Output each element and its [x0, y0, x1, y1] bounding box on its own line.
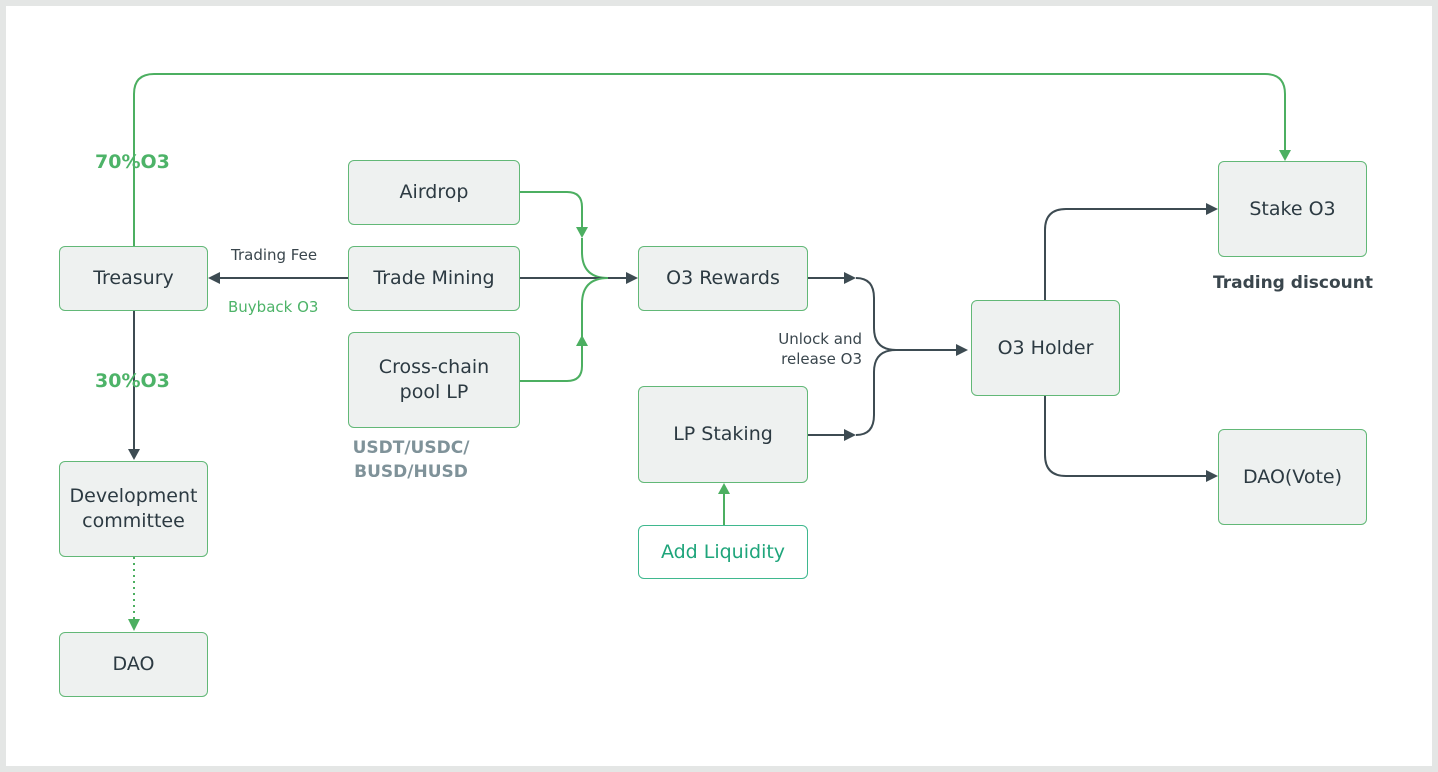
arrowhead-o3-rewards-out — [844, 272, 856, 284]
o3-rewards-node: O3 Rewards — [638, 246, 808, 311]
o3-holder-node: O3 Holder — [971, 300, 1120, 396]
lp-staking-node: LP Staking — [638, 386, 808, 483]
stake-o3-node: Stake O3 — [1218, 161, 1367, 257]
cross-chain-pool-lp-node: Cross-chain pool LP — [348, 332, 520, 428]
diagram-canvas: Treasury Development committee DAO Airdr… — [6, 6, 1432, 766]
development-committee-node: Development committee — [59, 461, 208, 557]
connector-o3-holder-to-stake-o3 — [1044, 208, 1206, 300]
arrowhead-lp-staking-out — [844, 429, 856, 441]
label-unlock-release-o3: Unlock and release O3 — [778, 330, 862, 368]
arrowhead-airdrop — [576, 227, 588, 238]
airdrop-node: Airdrop — [348, 160, 520, 225]
dao-node: DAO — [59, 632, 208, 697]
label-buyback-o3: Buyback O3 — [228, 298, 319, 316]
trade-mining-node: Trade Mining — [348, 246, 520, 311]
arrowhead-lp-staking — [718, 483, 730, 494]
arrowhead-dao-vote — [1206, 470, 1218, 482]
connector-lp-staking-curve — [855, 349, 897, 436]
label-stablecoins: USDT/USDC/ BUSD/HUSD — [352, 438, 470, 482]
label-trading-fee: Trading Fee — [231, 246, 318, 264]
label-30-percent-o3: 30%O3 — [95, 370, 170, 392]
add-liquidity-node: Add Liquidity — [638, 525, 808, 579]
arrowhead-o3-holder — [956, 344, 968, 356]
connector-airdrop-merge — [581, 238, 609, 279]
arrowhead-o3-rewards — [626, 272, 638, 284]
arrowhead-dao — [128, 619, 140, 631]
connector-layer — [128, 73, 1291, 631]
connector-cross-chain-merge — [581, 277, 609, 346]
treasury-node: Treasury — [59, 246, 208, 311]
arrowhead-stake-o3-right — [1206, 203, 1218, 215]
connector-treasury-to-stake-o3 — [133, 73, 1286, 246]
connector-o3-holder-to-dao-vote — [1044, 396, 1206, 477]
label-70-percent-o3: 70%O3 — [95, 151, 170, 173]
connector-airdrop-to-o3-rewards — [520, 191, 583, 228]
arrowhead-treasury — [208, 272, 220, 284]
arrowhead-dev-committee — [128, 449, 140, 460]
arrowhead-cross-chain — [576, 335, 588, 346]
connector-cross-chain-to-o3-rewards — [520, 346, 583, 382]
arrowhead-stake-o3 — [1279, 150, 1291, 161]
connector-o3-rewards-curve — [855, 277, 956, 351]
label-trading-discount: Trading discount — [1213, 273, 1373, 293]
dao-vote-node: DAO(Vote) — [1218, 429, 1367, 525]
